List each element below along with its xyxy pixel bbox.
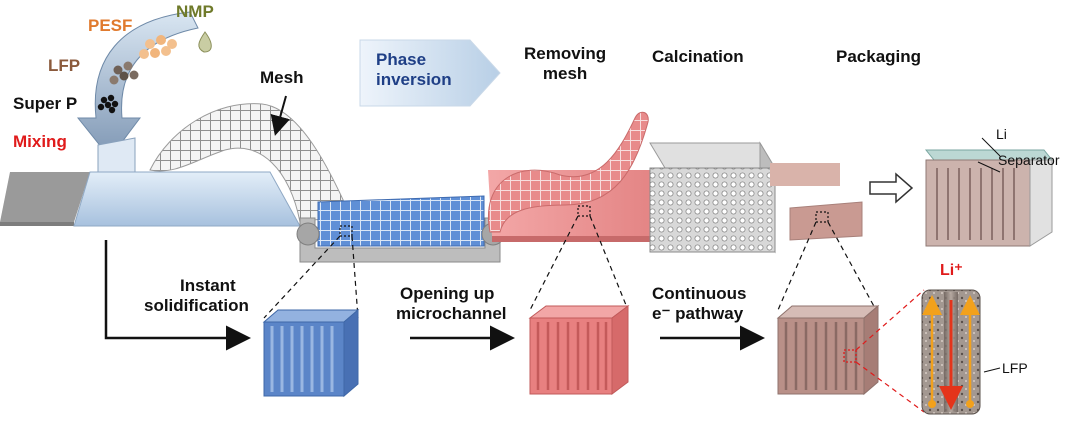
super-p-label: Super P (13, 94, 78, 113)
pesf-particles (139, 35, 177, 59)
continuous-pathway-label: Continuous e⁻ pathway (652, 284, 746, 323)
brown-cube (776, 304, 880, 396)
packaging-label: Packaging (836, 47, 922, 66)
blue-cube (262, 308, 360, 398)
lfp-channel-zoom (855, 289, 1001, 415)
lfp-particles (109, 61, 139, 85)
continuous-line2: e⁻ pathway (652, 303, 744, 323)
slurry-film (73, 171, 301, 227)
nmp-label: NMP (176, 2, 214, 21)
packaging-plates (770, 163, 863, 241)
instant-line2: solidification (144, 295, 249, 315)
coagulation-bath (296, 195, 505, 263)
opening-line1: Opening up (400, 284, 495, 303)
phase-inversion-arrow (359, 39, 501, 107)
calcination-label: Calcination (652, 47, 744, 66)
pesf-label: PESF (88, 16, 133, 35)
removing-mesh-line1: Removing (524, 44, 607, 63)
casting-platform (0, 172, 90, 226)
red-cube (528, 305, 630, 395)
bottom-flow-arrow (104, 240, 251, 351)
instant-solidification-label: Instant solidification (144, 276, 249, 315)
continuous-line1: Continuous (652, 284, 747, 303)
red-mesh (488, 111, 649, 233)
mixing-label: Mixing (13, 132, 67, 151)
removing-mesh-line2: mesh (542, 63, 588, 83)
phase-inversion-line1: Phase (376, 50, 427, 69)
packaged-cell (924, 137, 1054, 247)
mesh-pointer-arrow (270, 95, 290, 136)
outline-arrow (869, 172, 914, 204)
zoom-lines (263, 215, 877, 319)
instant-line1: Instant (180, 276, 236, 295)
li-label: Li (996, 126, 1007, 142)
super-p-particles (97, 94, 119, 114)
mesh-label: Mesh (260, 68, 304, 87)
calcined-block (649, 141, 776, 254)
removing-mesh-label: Removing mesh (524, 44, 606, 83)
lfp-zoom-label: LFP (1002, 360, 1028, 376)
separator-label: Separator (998, 152, 1060, 168)
opening-microchannel-label: Opening up microchannel (396, 284, 507, 323)
lfp-label: LFP (48, 56, 81, 75)
opening-line2: microchannel (396, 303, 507, 323)
li-ion-label: Li⁺ (940, 262, 963, 279)
phase-inversion-line2: inversion (376, 69, 452, 89)
phase-inversion-label: Phase inversion (376, 50, 452, 89)
nmp-droplet (198, 31, 212, 53)
packaged-cell-channels (936, 168, 1015, 240)
